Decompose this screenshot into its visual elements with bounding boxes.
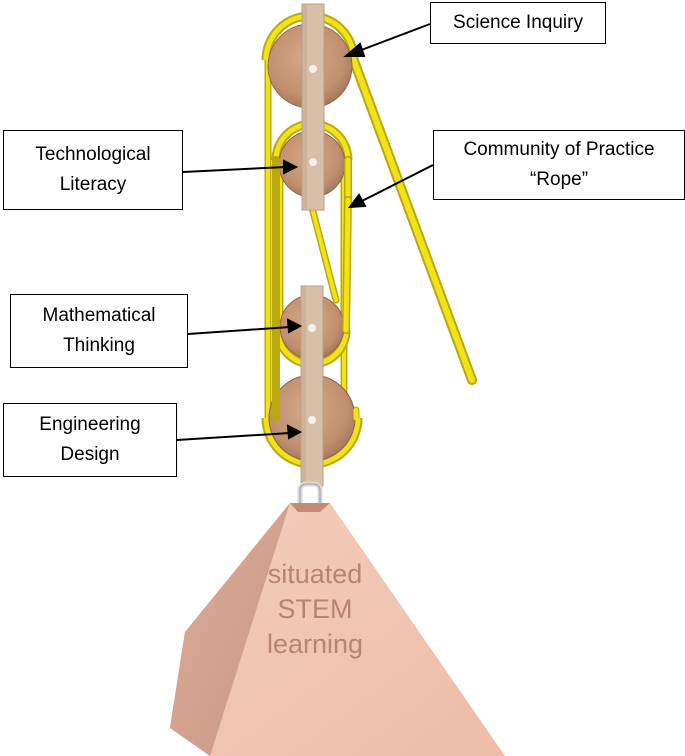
arrow-community-of-practice — [359, 164, 434, 203]
label-science-inquiry: Science Inquiry — [430, 2, 606, 44]
label-technological-literacy-line2: Literacy — [59, 174, 127, 195]
arrow-mathematical-thinking — [187, 326, 291, 335]
bracket-lower — [300, 285, 324, 487]
label-engineering-design: Engineering Design — [3, 403, 177, 477]
rope-free-end — [345, 45, 477, 385]
label-technological-literacy: Technological Literacy — [3, 130, 183, 210]
label-engineering-design-line2: Design — [60, 444, 120, 465]
label-science-inquiry-text: Science Inquiry — [453, 12, 583, 33]
pyramid-weight-icon — [170, 503, 505, 756]
arrows — [176, 23, 434, 441]
label-community-of-practice: Community of Practice “Rope” — [433, 130, 685, 200]
label-mathematical-thinking-line1: Mathematical — [42, 305, 156, 326]
rope-front — [272, 156, 359, 422]
label-community-line1: Community of Practice — [463, 139, 655, 160]
weight-text-line-2: STEM — [277, 594, 353, 624]
arrow-science-inquiry — [355, 23, 431, 53]
label-technological-literacy-line1: Technological — [35, 144, 151, 165]
arrow-technological-literacy — [182, 166, 287, 173]
label-mathematical-thinking-line2: Thinking — [63, 335, 135, 356]
label-engineering-design-line1: Engineering — [39, 414, 141, 435]
weight-text-line-3: learning — [266, 629, 364, 659]
weight-text-line-1: situated — [267, 559, 363, 589]
arrow-engineering-design — [176, 432, 291, 441]
bracket-upper — [301, 3, 325, 211]
label-community-line2: “Rope” — [529, 169, 589, 190]
label-mathematical-thinking: Mathematical Thinking — [10, 294, 188, 368]
